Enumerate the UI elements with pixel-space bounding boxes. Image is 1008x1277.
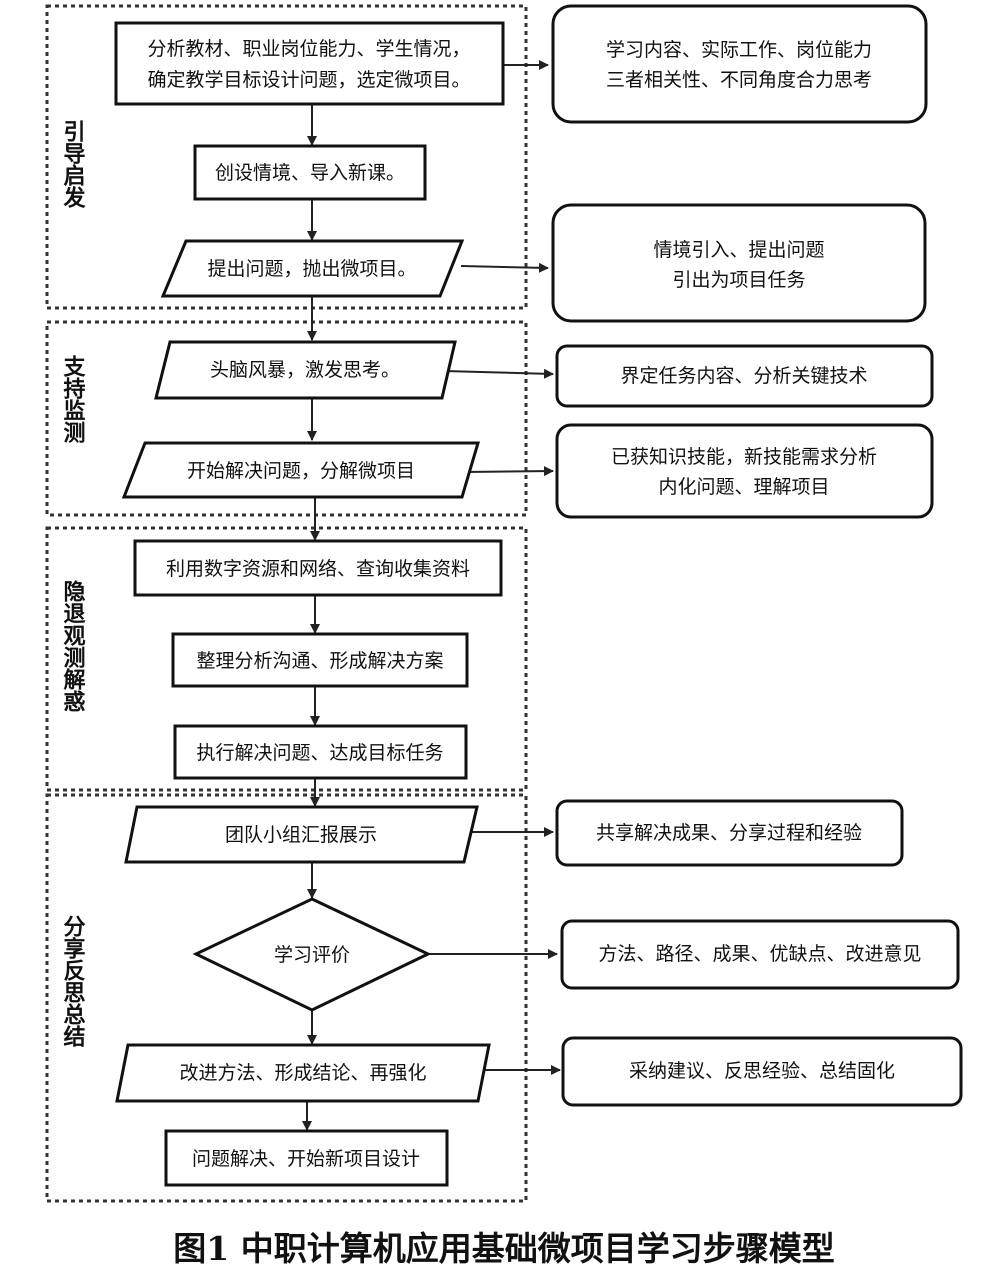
note-6: 方法、路径、成果、优缺点、改进意见 [560, 919, 960, 990]
step-10-decision: 学习评价 [192, 897, 432, 1012]
step-12-text: 问题解决、开始新项目设计 [192, 1148, 420, 1170]
note-7: 采纳建议、反思经验、总结固化 [561, 1036, 963, 1107]
step-2: 创设情境、导入新课。 [193, 144, 427, 201]
stage-frame-1 [45, 4, 528, 310]
stage-label-1: 引导启发 [60, 120, 87, 209]
step-3: 提出问题，抛出微项目。 [160, 239, 465, 298]
stage-label-4: 分享反思总结 [60, 915, 86, 1047]
note-2-line2: 引出为项目任务 [672, 269, 805, 291]
step-9-text: 团队小组汇报展示 [225, 824, 377, 846]
note-5-text: 共享解决成果、分享过程和经验 [596, 822, 862, 844]
step-1-line2: 确定教学目标设计问题，选定微项目。 [147, 69, 470, 91]
note-4: 已获知识技能，新技能需求分析 内化问题、理解项目 [555, 423, 934, 519]
note-4-line2: 内化问题、理解项目 [658, 476, 829, 498]
flow-arrows [302, 104, 320, 1131]
arrow-to-note-4 [462, 466, 554, 477]
stage-frame-3 [45, 526, 528, 792]
note-4-line1: 已获知识技能，新技能需求分析 [611, 446, 877, 468]
note-5: 共享解决成果、分享过程和经验 [555, 799, 904, 867]
flowchart: 引导启发 支持监测 隐退观测解惑 分享反思总结 分析教材、职业岗位能力、学生情况… [45, 4, 963, 1203]
note-1-line1: 学习内容、实际工作、岗位能力 [606, 39, 872, 61]
step-11-text: 改进方法、形成结论、再强化 [179, 1062, 426, 1084]
step-4: 头脑风暴，激发思考。 [154, 340, 457, 400]
stage-frames [45, 4, 528, 1203]
step-4-text: 头脑风暴，激发思考。 [210, 359, 400, 381]
step-5-text: 开始解决问题，分解微项目 [187, 460, 415, 482]
arrow-to-note-3 [443, 368, 554, 379]
step-2-text: 创设情境、导入新课。 [215, 162, 405, 184]
step-1-line1: 分析教材、职业岗位能力、学生情况， [147, 38, 470, 60]
note-1-line2: 三者相关性、不同角度合力思考 [606, 69, 872, 91]
stage-frame-4 [45, 793, 528, 1203]
step-7: 整理分析沟通、形成解决方案 [171, 632, 469, 688]
note-6-text: 方法、路径、成果、优缺点、改进意见 [598, 943, 921, 965]
step-6-text: 利用数字资源和网络、查询收集资料 [166, 558, 470, 580]
step-12: 问题解决、开始新项目设计 [164, 1129, 449, 1187]
note-2: 情境引入、提出问题 引出为项目任务 [551, 203, 927, 323]
note-arrows [427, 60, 561, 1075]
step-9: 团队小组汇报展示 [124, 805, 479, 864]
step-5: 开始解决问题，分解微项目 [121, 441, 481, 499]
step-7-text: 整理分析沟通、形成解决方案 [196, 650, 443, 672]
arrow-to-note-2 [460, 262, 549, 273]
step-11: 改进方法、形成结论、再强化 [115, 1043, 491, 1103]
note-1: 学习内容、实际工作、岗位能力 三者相关性、不同角度合力思考 [551, 4, 928, 124]
note-2-line1: 情境引入、提出问题 [653, 239, 824, 261]
stage-label-2: 支持监测 [60, 355, 86, 443]
figure-caption: 图1 中职计算机应用基础微项目学习步骤模型 [173, 1229, 835, 1268]
step-1: 分析教材、职业岗位能力、学生情况， 确定教学目标设计问题，选定微项目。 [114, 21, 505, 106]
step-8-text: 执行解决问题、达成目标任务 [196, 742, 443, 764]
step-8: 执行解决问题、达成目标任务 [173, 724, 468, 780]
step-3-text: 提出问题，抛出微项目。 [207, 258, 416, 280]
note-3-text: 界定任务内容、分析关键技术 [620, 365, 867, 387]
step-6: 利用数字资源和网络、查询收集资料 [133, 539, 503, 597]
note-7-text: 采纳建议、反思经验、总结固化 [629, 1060, 895, 1082]
stage-label-3: 隐退观测解惑 [60, 580, 86, 712]
note-3: 界定任务内容、分析关键技术 [555, 344, 934, 408]
step-10-text: 学习评价 [274, 944, 350, 966]
